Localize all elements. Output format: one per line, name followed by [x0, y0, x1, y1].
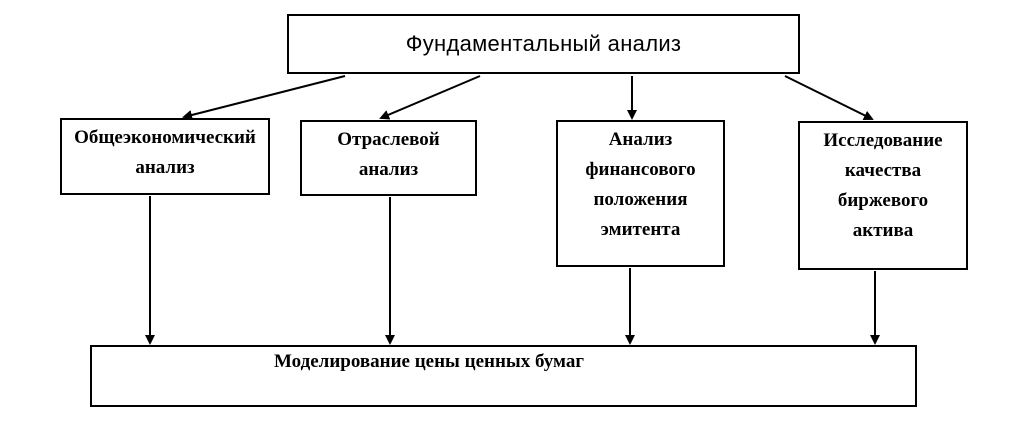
fundamental-analysis-box: Фундаментальный анализ: [287, 14, 800, 74]
industry-analysis-box: Отраслевой анализ: [300, 120, 477, 196]
exchange-asset-quality-label: Исследование качества биржевого актива: [823, 130, 943, 241]
arrow-top-to-asset-quality: [784, 75, 874, 120]
securities-price-modeling-box: Моделирование цены ценных бумаг: [90, 345, 917, 407]
issuer-financial-analysis-box: Анализ финансового положения эмитента: [556, 120, 725, 267]
issuer-financial-analysis-label: Анализ финансового положения эмитента: [585, 129, 696, 240]
exchange-asset-quality-box: Исследование качества биржевого актива: [798, 121, 968, 270]
general-economic-analysis-box: Общеэкономический анализ: [60, 118, 270, 195]
general-economic-analysis-label: Общеэкономический анализ: [74, 127, 256, 178]
industry-analysis-label: Отраслевой анализ: [337, 129, 440, 180]
securities-price-modeling-label: Моделирование цены ценных бумаг: [274, 351, 584, 372]
arrow-top-to-general-economic: [182, 75, 346, 120]
fundamental-analysis-label: Фундаментальный анализ: [405, 31, 682, 56]
arrow-top-to-industry: [379, 75, 481, 120]
